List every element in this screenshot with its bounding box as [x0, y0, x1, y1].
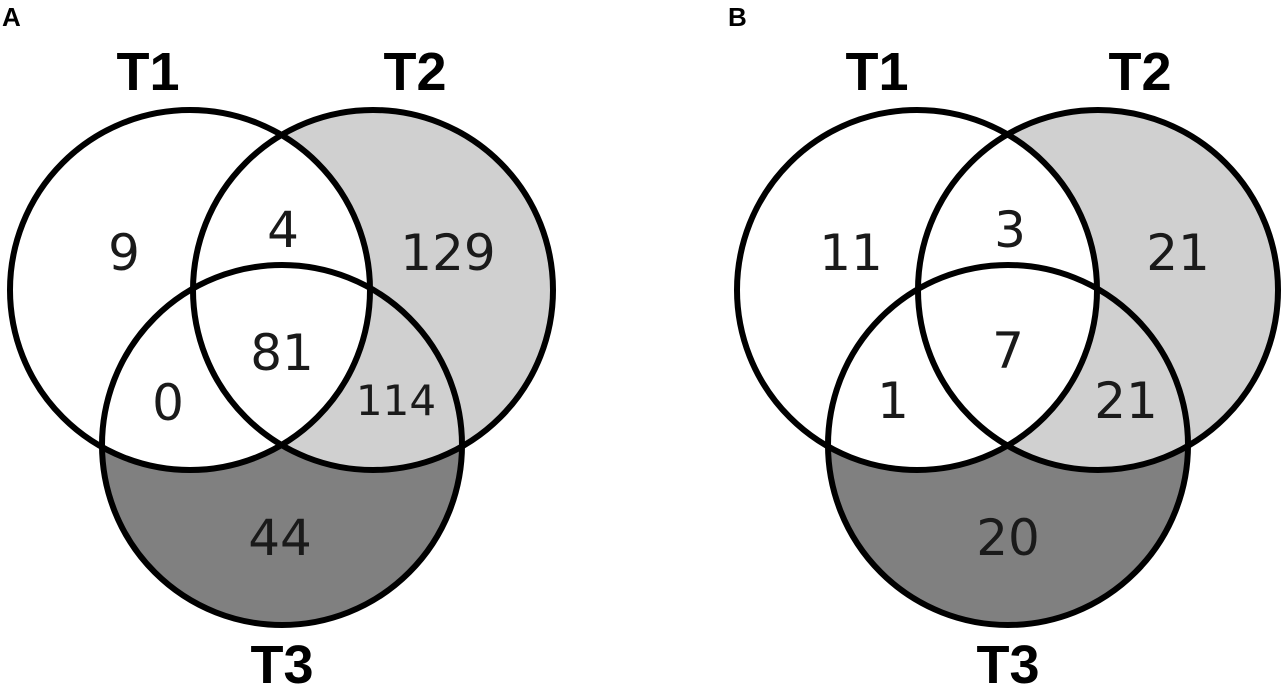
count-t2-only-b: 21: [1146, 224, 1210, 282]
count-t1-t2-t3-b: 7: [992, 322, 1024, 380]
set-label-t1-a: T1: [116, 42, 179, 102]
count-t1-t2-a: 4: [267, 201, 299, 259]
panel-label-a: A: [2, 2, 21, 32]
count-t2-t3-a: 114: [356, 376, 436, 425]
set-label-t3-b: T3: [976, 635, 1039, 689]
count-t1-only-a: 9: [108, 224, 140, 282]
count-t3-only-b: 20: [976, 509, 1040, 567]
circle-t3-b: [825, 262, 1191, 628]
set-label-t1-b: T1: [845, 42, 908, 102]
set-label-t2-a: T2: [383, 42, 446, 102]
set-label-t3-a: T3: [250, 635, 313, 689]
count-t2-t3-b: 21: [1094, 372, 1158, 430]
count-t1-t3-a: 0: [152, 374, 184, 432]
panel-label-b: B: [728, 2, 747, 32]
venn-panel-b: B T1 T2 T3 11 3 21 7 1 21 20: [728, 2, 1281, 689]
venn-panel-a: A T1 T2 T3 9 4 129 81 0 114 44: [2, 2, 556, 689]
count-t1-t3-b: 1: [877, 372, 909, 430]
count-t1-t2-b: 3: [994, 201, 1026, 259]
set-label-t2-b: T2: [1108, 42, 1171, 102]
count-t2-only-a: 129: [400, 224, 495, 282]
count-t1-t2-t3-a: 81: [250, 324, 314, 382]
count-t3-only-a: 44: [248, 509, 312, 567]
circle-t3-a: [99, 262, 465, 628]
count-t1-only-b: 11: [819, 224, 883, 282]
